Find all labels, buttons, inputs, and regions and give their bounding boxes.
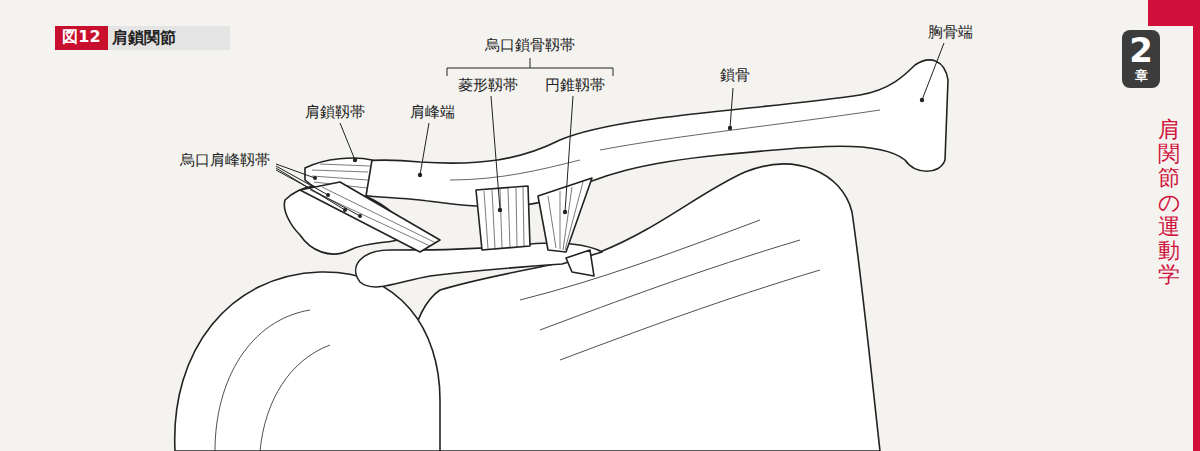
part-label: 胸骨端 (926, 23, 975, 41)
figure-title: 肩鎖関節 (112, 28, 176, 49)
ligament-group-label: 烏口鎖骨靱帯 (483, 36, 577, 54)
ligament-fibres (310, 187, 436, 246)
ligament-fibres (484, 187, 524, 249)
leader-line (730, 88, 733, 128)
leader-dot (920, 98, 924, 102)
transverse-ligament (566, 250, 594, 276)
leader-dot (326, 193, 330, 197)
humerus-line (215, 310, 330, 451)
page-edge-band (1193, 0, 1200, 451)
trapezoid-ligament (476, 186, 530, 250)
chapter-band (1148, 0, 1200, 26)
leader-line (922, 43, 944, 100)
leader-line (276, 164, 360, 216)
chapter-number: 2 (1128, 32, 1154, 69)
leader-dot (343, 208, 347, 212)
chapter-tab: 2章 (1122, 30, 1160, 88)
part-label: 菱形靱帯 (456, 76, 520, 94)
part-label: 肩峰端 (408, 103, 457, 121)
figure-number: 図12 (61, 28, 102, 46)
clavicle (305, 60, 948, 207)
part-label: 肩鎖靱帯 (303, 103, 367, 121)
bracket (447, 58, 613, 76)
scapula (400, 164, 880, 451)
clavicle-line (600, 110, 880, 150)
leader-dot (313, 176, 317, 180)
leader-dot (353, 158, 357, 162)
leader-dot (563, 210, 567, 214)
ligament-fibres (548, 182, 583, 250)
leader-line (565, 96, 573, 212)
part-label: 烏口肩峰靱帯 (178, 151, 272, 169)
leader-dot (728, 126, 732, 130)
humeral-head (175, 272, 440, 451)
leader-line (420, 123, 429, 175)
part-label: 鎖骨 (718, 66, 752, 84)
scapula-line (540, 240, 800, 330)
title-band (55, 26, 230, 50)
leader-line (340, 123, 355, 160)
chapter-title: 肩関節の運動学 (1158, 118, 1180, 287)
part-label: 円錐靱帯 (543, 76, 607, 94)
conoid-ligament (538, 178, 592, 252)
scapula-line (560, 270, 820, 360)
figure-number-box: 図12 (55, 26, 108, 50)
leader-dot (358, 214, 362, 218)
chapter-word: 章 (1128, 69, 1154, 83)
leader-dot (418, 173, 422, 177)
coracoacromial-ligament (300, 182, 440, 252)
leader-line (491, 96, 500, 210)
clavicle-line (450, 160, 580, 180)
leader-dot (498, 208, 502, 212)
